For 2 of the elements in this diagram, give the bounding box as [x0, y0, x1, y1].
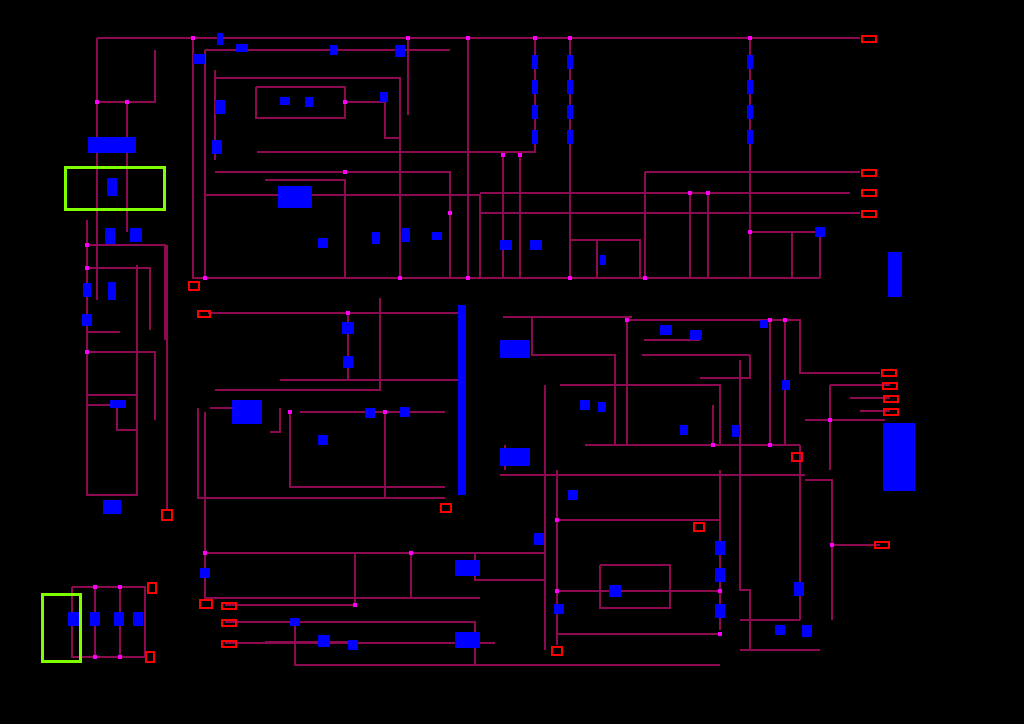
highlight-frame [41, 593, 82, 663]
highlight-frame [64, 166, 166, 211]
